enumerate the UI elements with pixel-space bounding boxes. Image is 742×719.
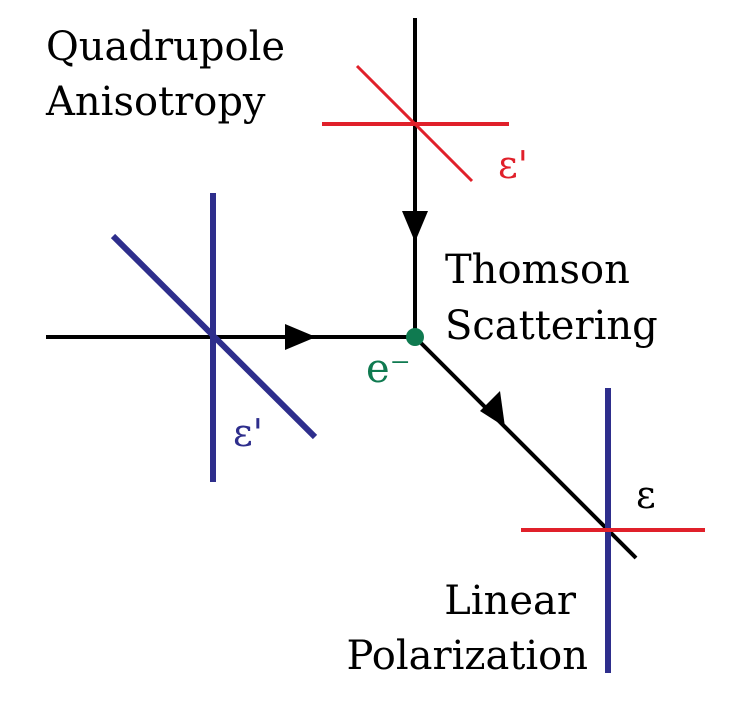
arrowhead-top-ray (402, 211, 428, 242)
thomson-label-line2: Scattering (445, 303, 658, 349)
linear-label-line1: Linear (444, 578, 577, 624)
outgoing-scattered-ray (413, 335, 638, 560)
blue-polarization-diagonal-left (110, 233, 318, 440)
red-polarization-diagonal-top (355, 64, 474, 183)
arrowhead-outgoing-ray (480, 391, 505, 427)
quadrupole-label-line2: Anisotropy (45, 79, 266, 125)
epsilon-prime-left-label: ε' (233, 411, 263, 455)
electron-label: e⁻ (366, 346, 411, 392)
quadrupole-label-line1: Quadrupole (46, 24, 285, 70)
arrowhead-left-ray (285, 324, 316, 350)
electron-dot (406, 328, 424, 346)
epsilon-out-label: ε (636, 473, 656, 517)
epsilon-prime-top-label: ε' (498, 143, 528, 187)
linear-label-line2: Polarization (346, 633, 588, 679)
thomson-label-line1: Thomson (445, 247, 630, 293)
